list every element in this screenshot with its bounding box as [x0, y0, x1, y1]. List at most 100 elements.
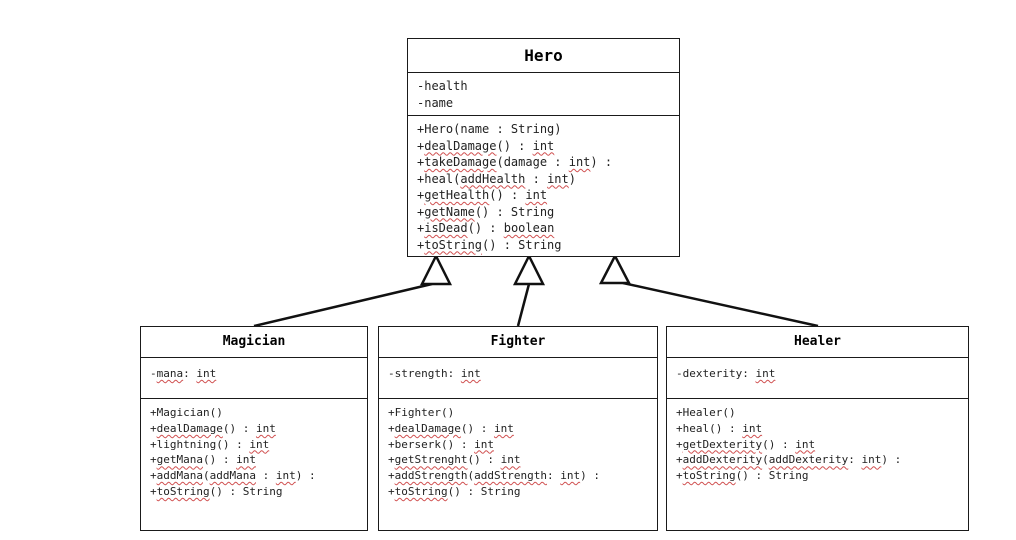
fighter-class-box: Fighter -strength: int +Fighter()+dealDa…: [378, 326, 658, 531]
member-text: addStrength: [474, 469, 547, 483]
member-text: -health: [417, 79, 468, 93]
hero-class-name: Hero: [524, 46, 563, 65]
member-text: boolean: [503, 221, 555, 235]
member-text: (: [467, 469, 475, 483]
member-text: -dexterity:: [676, 367, 756, 380]
member-text: -: [150, 367, 157, 380]
member-text: +: [388, 453, 395, 467]
member-text: +: [150, 469, 157, 483]
healer-class-name: Healer: [794, 334, 841, 349]
member-line: +toString() : String: [417, 237, 679, 254]
member-text: int: [525, 188, 548, 202]
member-text: +Fighter(): [388, 406, 455, 419]
member-text: +: [676, 469, 683, 483]
member-line: +toString() : String: [676, 468, 968, 484]
member-text: () :: [489, 188, 526, 202]
member-line: +isDead() : boolean: [417, 220, 679, 237]
hero-attributes: -health -name: [408, 72, 679, 115]
member-line: +addMana(addMana : int) :: [150, 468, 367, 484]
member-line: +dealDamage() : int: [417, 138, 679, 155]
healer-class-box: Healer -dexterity: int +Healer() +heal() …: [666, 326, 969, 531]
member-text: toString: [682, 469, 736, 483]
member-text: () : String: [447, 484, 521, 498]
member-text: int: [742, 421, 763, 435]
member-text: () : String: [482, 237, 562, 252]
member-text: int: [460, 367, 481, 380]
member-text: () :: [222, 421, 256, 435]
member-line: -mana: int: [150, 366, 367, 382]
member-text: () :: [762, 437, 796, 451]
member-text: +heal(: [417, 171, 461, 186]
member-text: toString: [394, 484, 448, 498]
member-text: +: [150, 484, 157, 498]
member-text: +: [417, 155, 425, 169]
member-text: :: [525, 171, 548, 186]
member-line: +dealDamage() : int: [388, 421, 657, 437]
member-text: +: [676, 437, 683, 451]
member-line: +getName() : String: [417, 204, 679, 221]
member-text: int: [532, 138, 555, 153]
member-text: () : String: [474, 204, 555, 219]
member-text: :: [183, 367, 197, 380]
member-line: +berserk() : int: [388, 437, 657, 453]
member-text: :: [546, 469, 561, 483]
member-text: +: [150, 453, 157, 467]
member-text: int: [196, 367, 217, 380]
member-text: dealDamage: [394, 421, 461, 435]
member-text: int: [795, 437, 816, 451]
member-text: toString: [424, 237, 483, 252]
member-text: () : String: [209, 484, 283, 498]
member-line: +getMana() : int: [150, 452, 367, 468]
magician-class-name: Magician: [222, 334, 286, 349]
member-text: +: [676, 453, 683, 467]
magician-attributes: -mana: int: [141, 357, 367, 398]
member-text: (: [202, 469, 210, 483]
member-line: +Magician(): [150, 405, 367, 421]
member-text: addStrength: [394, 469, 468, 483]
healer-inheritance-arrowhead: [598, 253, 632, 285]
hero-methods: +Hero(name : String)+dealDamage() : int+…: [408, 115, 679, 253]
member-text: isDead: [424, 221, 468, 235]
member-text: +lightning() :: [150, 437, 250, 451]
member-line: -health: [417, 78, 679, 95]
member-line: +Fighter(): [388, 405, 657, 421]
member-text: int: [861, 453, 882, 467]
member-text: int: [474, 437, 494, 451]
fighter-methods: +Fighter()+dealDamage() : int+berserk() …: [379, 398, 657, 500]
member-line: +addDexterity(addDexterity: int) :: [676, 452, 968, 468]
member-text: dealDamage: [424, 138, 497, 153]
member-text: ) :: [295, 469, 316, 483]
member-text: addMana: [156, 469, 203, 483]
hero-class-box: Hero -health-name +Hero(name : String)+d…: [407, 38, 680, 257]
member-text: takeDamage: [424, 155, 497, 169]
member-line: +getStrenght() : int: [388, 452, 657, 468]
member-text: +Healer(): [676, 406, 736, 419]
member-text: toString: [156, 484, 210, 498]
member-text: () :: [467, 221, 504, 235]
member-line: +heal() : int: [676, 421, 968, 437]
member-line: +addStrength(addStrength: int) :: [388, 468, 657, 484]
member-text: ) :: [590, 155, 613, 169]
member-text: -name: [417, 96, 454, 110]
member-text: (damage :: [496, 155, 569, 169]
member-text: dealDamage: [156, 421, 223, 435]
member-text: int: [500, 453, 521, 467]
member-text: (: [762, 453, 769, 467]
member-text: () :: [467, 453, 501, 467]
member-line: -name: [417, 95, 679, 112]
member-text: +: [150, 421, 157, 435]
member-text: int: [568, 155, 591, 169]
healer-attributes: -dexterity: int: [667, 357, 968, 398]
member-text: int: [255, 421, 276, 435]
member-line: -strength: int: [388, 366, 657, 382]
member-text: getMana: [156, 453, 203, 467]
member-text: +Hero(name : String): [417, 122, 562, 136]
member-text: addDexterity: [682, 453, 763, 467]
healer-methods: +Healer()+heal() : int+getDexterity() : …: [667, 398, 968, 484]
member-text: int: [236, 453, 256, 467]
member-line: +getHealth() : int: [417, 187, 679, 204]
member-text: getName: [424, 204, 475, 219]
member-text: +: [388, 421, 395, 435]
magician-inheritance-line: [253, 282, 433, 328]
